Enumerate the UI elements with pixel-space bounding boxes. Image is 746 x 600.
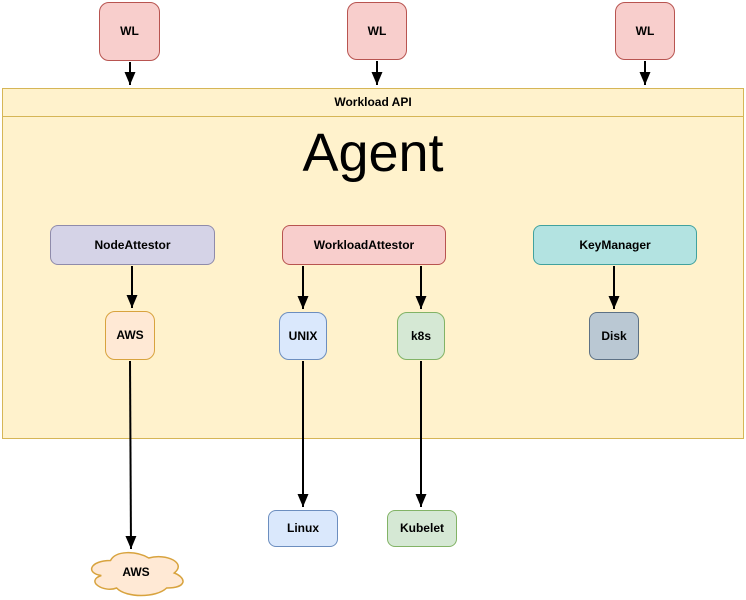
workload-node-2: WL xyxy=(347,2,407,60)
aws-cloud-label: AWS xyxy=(122,565,150,579)
workload-api-label: Workload API xyxy=(334,95,412,109)
aws-plugin-label: AWS xyxy=(116,328,144,343)
workload-api-band: Workload API xyxy=(2,88,744,117)
k8s-plugin-box: k8s xyxy=(397,312,445,360)
k8s-plugin-label: k8s xyxy=(410,328,432,343)
disk-plugin-label: Disk xyxy=(601,328,627,343)
linux-box: Linux xyxy=(268,510,338,547)
unix-plugin-label: UNIX xyxy=(288,328,318,343)
linux-label: Linux xyxy=(287,521,319,536)
unix-plugin-box: UNIX xyxy=(279,312,327,360)
key-manager-label: KeyManager xyxy=(579,237,651,252)
workload-node-3-label: WL xyxy=(635,23,655,38)
kubelet-box: Kubelet xyxy=(387,510,457,547)
cloud-icon xyxy=(85,548,187,598)
aws-plugin-box: AWS xyxy=(105,311,155,360)
kubelet-label: Kubelet xyxy=(399,521,444,536)
workload-attestor-label: WorkloadAttestor xyxy=(313,237,415,252)
workload-node-1-label: WL xyxy=(120,24,139,39)
workload-node-2-label: WL xyxy=(367,23,387,38)
key-manager-box: KeyManager xyxy=(533,225,697,265)
disk-plugin-box: Disk xyxy=(589,312,639,360)
aws-cloud: AWS xyxy=(85,548,187,598)
node-attestor-box: NodeAttestor xyxy=(50,225,215,265)
workload-node-3: WL xyxy=(615,2,675,60)
workload-attestor-box: WorkloadAttestor xyxy=(282,225,446,265)
node-attestor-label: NodeAttestor xyxy=(94,237,171,252)
agent-title: Agent xyxy=(302,123,444,183)
workload-node-1: WL xyxy=(99,2,160,61)
